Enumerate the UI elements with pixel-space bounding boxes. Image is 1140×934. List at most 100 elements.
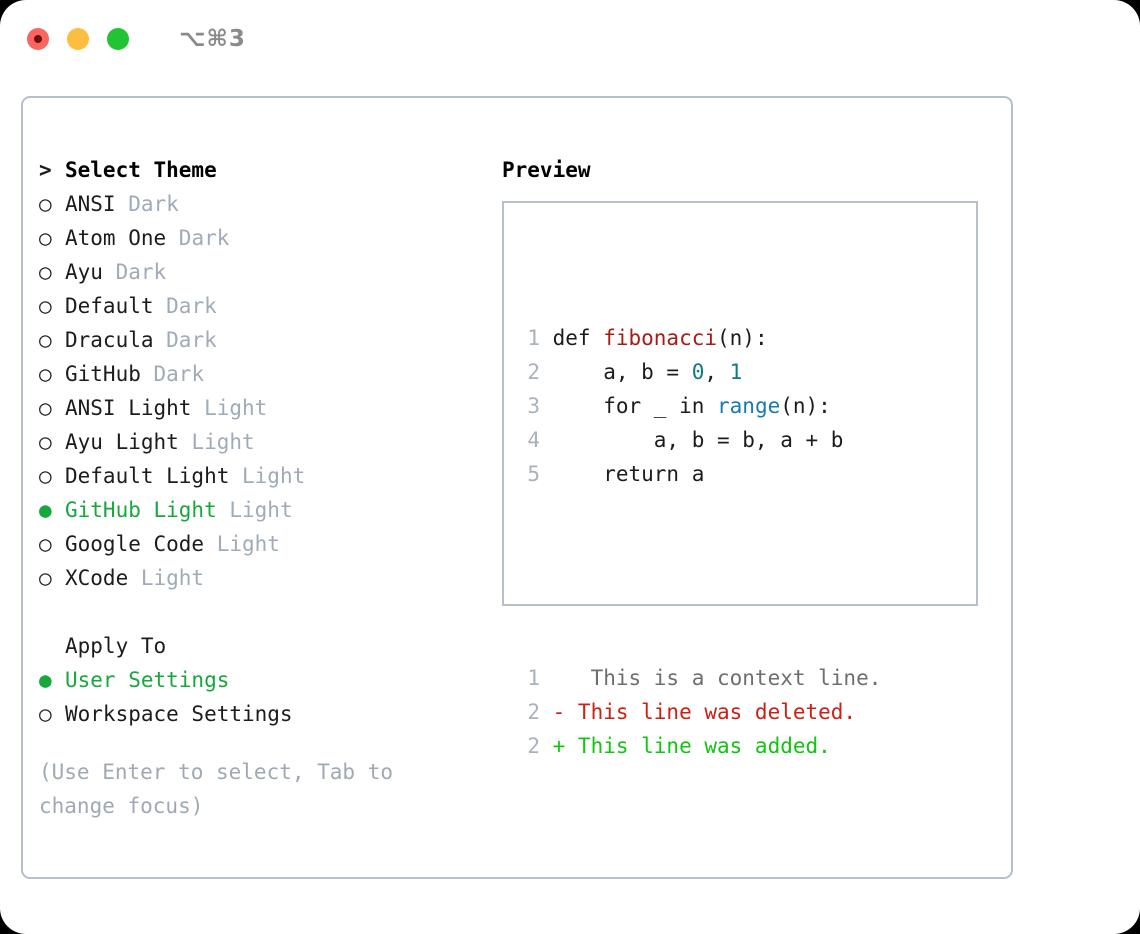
radio-unselected-icon[interactable]: ○ <box>39 702 52 726</box>
line-number: 1 <box>527 326 540 350</box>
diff-line-1: 2 - This line was deleted. <box>518 695 881 729</box>
theme-option-label: Dracula <box>65 328 167 352</box>
theme-option-variant: Dark <box>153 362 205 386</box>
diff-line-text: This is a context line. <box>540 666 882 690</box>
theme-option-variant: Light <box>140 566 205 590</box>
theme-option-variant: Dark <box>128 192 179 216</box>
code-token-plain: a, b = b, a + b <box>540 428 844 452</box>
code-token-num: 1 <box>729 360 743 384</box>
minimize-button[interactable] <box>67 28 89 50</box>
line-number: 2 <box>527 700 540 724</box>
radio-unselected-icon[interactable]: ○ <box>39 362 52 386</box>
maximize-button[interactable] <box>107 28 129 50</box>
code-token-plain: for _ in <box>540 394 718 418</box>
apply-to-option-label: Workspace Settings <box>65 702 293 726</box>
list-spacer <box>39 595 489 629</box>
theme-option-7[interactable]: ○ Ayu Light Light <box>39 425 489 459</box>
radio-unselected-icon[interactable]: ○ <box>39 260 52 284</box>
code-token-plain: (n): <box>780 394 831 418</box>
apply-to-title: Apply To <box>65 634 167 658</box>
apply-to-option-1[interactable]: ○ Workspace Settings <box>39 697 489 731</box>
theme-option-variant: Dark <box>166 328 217 352</box>
theme-option-variant: Light <box>229 498 293 522</box>
theme-option-3[interactable]: ○Default Dark <box>39 289 489 323</box>
title-bar: ⌥⌘3 <box>0 0 1140 78</box>
theme-list-header: > Select Theme <box>39 153 489 187</box>
theme-selector-panel: > Select Theme ○ ANSI Dark ○ Atom One Dark ○ A… <box>39 153 489 823</box>
theme-option-2[interactable]: ○ Ayu Dark <box>39 255 489 289</box>
theme-option-label: Ayu <box>65 260 116 284</box>
theme-option-6[interactable]: ○ANSI Light Light <box>39 391 489 425</box>
preview-panel: Preview 1 def fibonacci(n):2 a, b = 0, 1… <box>502 153 992 758</box>
diff-line-2: 2 + This line was added. <box>518 729 881 763</box>
code-line-3: 4 a, b = b, a + b <box>518 423 881 457</box>
theme-option-label: Ayu Light <box>65 430 192 454</box>
radio-unselected-icon[interactable]: ○ <box>39 192 52 216</box>
diff-line-text: - This line was deleted. <box>540 700 857 724</box>
theme-option-11[interactable]: ○ XCode Light <box>39 561 489 595</box>
code-line-2: 3 for _ in range(n): <box>518 389 881 423</box>
theme-option-variant: Dark <box>178 226 230 250</box>
diff-gap <box>518 559 881 593</box>
diff-line-text: + This line was added. <box>540 734 831 758</box>
code-token-plain: a, b = <box>540 360 692 384</box>
code-token-plain: return a <box>540 462 705 486</box>
theme-option-label: GitHub <box>65 362 154 386</box>
theme-option-label: XCode <box>65 566 141 590</box>
apply-to-list: ● User Settings ○ Workspace Settings <box>39 663 489 731</box>
radio-unselected-icon[interactable]: ○ <box>39 396 52 420</box>
code-token-plain: def <box>540 326 604 350</box>
theme-option-5[interactable]: ○ GitHub Dark <box>39 357 489 391</box>
theme-option-label: Default <box>65 294 167 318</box>
caret-icon: > <box>39 158 52 182</box>
theme-option-label: ANSI <box>65 192 129 216</box>
radio-unselected-icon[interactable]: ○ <box>39 430 52 454</box>
theme-option-label: ANSI Light <box>65 396 205 420</box>
radio-selected-icon[interactable]: ● <box>39 498 52 522</box>
preview-title: Preview <box>502 158 591 182</box>
page-title: Select Theme <box>65 158 217 182</box>
theme-option-10[interactable]: ○ Google Code Light <box>39 527 489 561</box>
theme-option-1[interactable]: ○ Atom One Dark <box>39 221 489 255</box>
theme-option-variant: Dark <box>115 260 167 284</box>
apply-to-option-label: User Settings <box>65 668 230 692</box>
radio-unselected-icon[interactable]: ○ <box>39 464 52 488</box>
theme-option-variant: Light <box>216 532 280 556</box>
keyboard-shortcut-label: ⌥⌘3 <box>179 26 246 52</box>
theme-option-label: GitHub Light <box>65 498 230 522</box>
radio-selected-icon[interactable]: ● <box>39 668 52 692</box>
radio-unselected-icon[interactable]: ○ <box>39 294 52 318</box>
radio-unselected-icon[interactable]: ○ <box>39 226 52 250</box>
code-token-num: 0 <box>691 360 705 384</box>
theme-option-8[interactable]: ○Default Light Light <box>39 459 489 493</box>
theme-option-0[interactable]: ○ ANSI Dark <box>39 187 489 221</box>
radio-unselected-icon[interactable]: ○ <box>39 566 52 590</box>
line-number: 1 <box>527 666 540 690</box>
theme-option-label: Default Light <box>65 464 243 488</box>
diff-line-0: 1 This is a context line. <box>518 661 881 695</box>
diff-block: 1 This is a context line.2 - This line w… <box>518 661 881 763</box>
close-button[interactable] <box>27 28 49 50</box>
line-number: 2 <box>527 734 540 758</box>
theme-option-label: Atom One <box>65 226 179 250</box>
code-token-plain: , <box>704 360 730 384</box>
apply-to-option-0[interactable]: ● User Settings <box>39 663 489 697</box>
code-token-fn: fibonacci <box>603 326 718 350</box>
theme-option-variant: Light <box>191 430 255 454</box>
line-number: 5 <box>527 462 540 486</box>
theme-list: ○ ANSI Dark ○ Atom One Dark ○ Ayu Dark ○ Defaul… <box>39 187 489 595</box>
code-line-4: 5 return a <box>518 457 881 491</box>
main-card: > Select Theme ○ ANSI Dark ○ Atom One Dark ○ A… <box>21 96 1013 879</box>
code-token-plain: (n): <box>717 326 768 350</box>
window-controls <box>27 28 129 50</box>
code-token-call: range <box>717 394 781 418</box>
keyboard-hint: (Use Enter to select, Tab to change focu… <box>39 760 394 818</box>
theme-option-9[interactable]: ● GitHub Light Light <box>39 493 489 527</box>
radio-unselected-icon[interactable]: ○ <box>39 532 52 556</box>
radio-unselected-icon[interactable]: ○ <box>39 328 52 352</box>
theme-option-4[interactable]: ○ Dracula Dark <box>39 323 489 357</box>
theme-option-label: Google Code <box>65 532 217 556</box>
